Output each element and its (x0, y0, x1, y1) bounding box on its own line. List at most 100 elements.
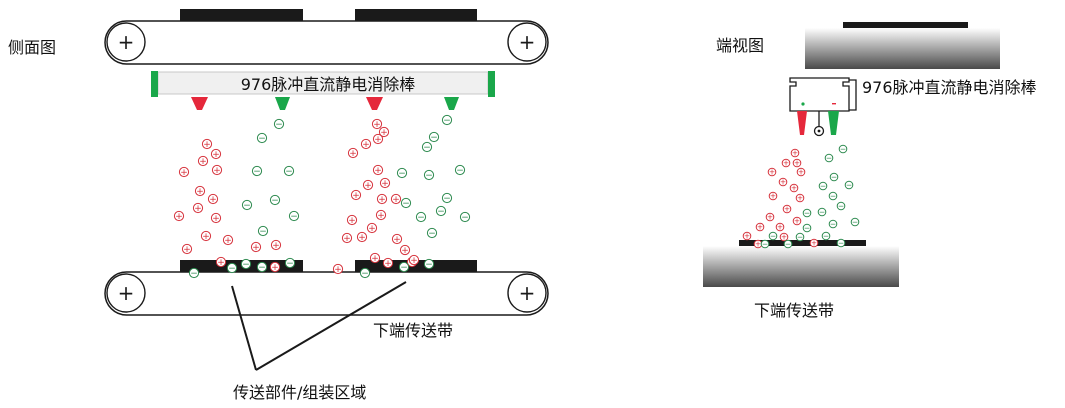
negative-ion (454, 164, 466, 176)
positive-ion-symbol: + (757, 223, 763, 232)
positive-ion-symbol: + (252, 243, 260, 253)
negative-ion (836, 238, 846, 248)
end-upper-conveyor (805, 28, 1000, 69)
ionizer-bar-label: 976脉冲直流静电消除棒 (241, 75, 416, 94)
end-view-ions: ++++++++++++++++++−−−−−−−−−−−−−−−−−− (742, 144, 860, 249)
negative-ion-symbol: − (417, 213, 425, 223)
ionizer-end-cap-right (488, 71, 495, 97)
positive-ion-symbol: + (380, 128, 388, 138)
positive-ion-symbol: + (362, 140, 370, 150)
positive-ion-symbol: + (792, 149, 798, 158)
end-top-part (843, 22, 968, 28)
positive-ion-symbol: + (393, 235, 401, 245)
positive-ion (197, 155, 209, 167)
negative-ion-symbol: − (823, 232, 829, 241)
end-bar-label-bracket (849, 79, 857, 111)
positive-ion-symbol: + (780, 178, 786, 187)
negative-ion-symbol: − (253, 167, 261, 177)
negative-ion (426, 227, 438, 239)
negative-ion-symbol: − (838, 202, 844, 211)
negative-ion-symbol: − (430, 133, 438, 143)
negative-ion-symbol: − (437, 207, 445, 217)
negative-ion (423, 258, 435, 270)
zone-label: 传送部件/组装区域 (233, 383, 367, 402)
positive-ion-symbol: + (755, 240, 761, 249)
positive-ion-symbol: + (784, 205, 790, 214)
positive-ion-symbol: + (343, 234, 351, 244)
positive-ion-symbol: + (213, 166, 221, 176)
positive-ion (210, 212, 222, 224)
top-part-left (180, 9, 303, 21)
positive-ion-symbol: + (175, 212, 183, 222)
positive-ion (789, 183, 799, 193)
negative-ion (269, 194, 281, 206)
positive-ion (362, 179, 374, 191)
negative-ion (850, 217, 860, 227)
positive-ion-symbol: + (212, 214, 220, 224)
positive-ion (775, 222, 785, 232)
negative-ion-symbol: − (826, 154, 832, 163)
positive-ion (765, 212, 775, 222)
negative-ion-symbol: − (846, 181, 852, 190)
end-ground-ring-center (817, 129, 821, 133)
lower-right-roller (507, 273, 547, 313)
positive-ion (379, 177, 391, 189)
positive-ion (795, 193, 805, 203)
negative-ion (273, 118, 285, 130)
negative-ion-symbol: − (228, 264, 236, 274)
negative-emitter-2 (444, 97, 459, 110)
positive-ion-symbol: + (384, 259, 392, 269)
negative-ion (398, 261, 410, 273)
negative-ion-symbol: − (830, 220, 836, 229)
negative-ion-symbol: − (456, 166, 464, 176)
positive-ion (181, 243, 193, 255)
positive-ion-symbol: + (348, 216, 356, 226)
positive-ion (382, 257, 394, 269)
negative-ion-symbol: − (258, 134, 266, 144)
side-lower-conveyor-label: 下端传送带 (373, 321, 454, 340)
negative-ion (838, 144, 848, 154)
negative-ion-symbol: − (402, 199, 410, 209)
positive-ion-symbol: + (797, 194, 803, 203)
negative-ion-symbol: − (819, 208, 825, 217)
negative-ion-symbol: − (243, 201, 251, 211)
positive-ion (269, 261, 281, 273)
negative-ion-symbol: − (190, 269, 198, 279)
positive-ion-symbol: + (794, 217, 800, 226)
negative-ion-symbol: − (400, 263, 408, 273)
positive-ion-symbol: + (781, 233, 787, 242)
negative-ion-symbol: − (271, 196, 279, 206)
positive-ion-symbol: + (202, 232, 210, 242)
positive-ion-symbol: + (769, 168, 775, 177)
positive-ion (792, 216, 802, 226)
positive-ion (360, 138, 372, 150)
negative-ion (760, 239, 770, 249)
end-lower-part (739, 240, 866, 246)
positive-ion (215, 256, 227, 268)
positive-ion (211, 164, 223, 176)
positive-ion (173, 210, 185, 222)
positive-ion (332, 263, 344, 275)
positive-ion-symbol: + (374, 166, 382, 176)
negative-ion (802, 223, 812, 233)
positive-ion-symbol: + (777, 223, 783, 232)
positive-ion-symbol: + (349, 149, 357, 159)
positive-ion-symbol: + (203, 140, 211, 150)
positive-ion (369, 252, 381, 264)
positive-ion-symbol: + (358, 233, 366, 243)
negative-ion (396, 167, 408, 179)
positive-ion (366, 222, 378, 234)
positive-ion-symbol: + (798, 168, 804, 177)
end-lower-conveyor (703, 246, 899, 287)
negative-ion (428, 131, 440, 143)
side-view-label: 侧面图 (8, 38, 57, 57)
positive-ion (809, 238, 819, 248)
positive-ion-symbol: + (791, 184, 797, 193)
upper-conveyor-belt (104, 20, 549, 65)
negative-ion-symbol: − (425, 171, 433, 181)
negative-ion-symbol: − (361, 269, 369, 279)
negative-ion-symbol: − (425, 260, 433, 270)
negative-ion (821, 231, 831, 241)
positive-ion-symbol: + (374, 135, 382, 145)
